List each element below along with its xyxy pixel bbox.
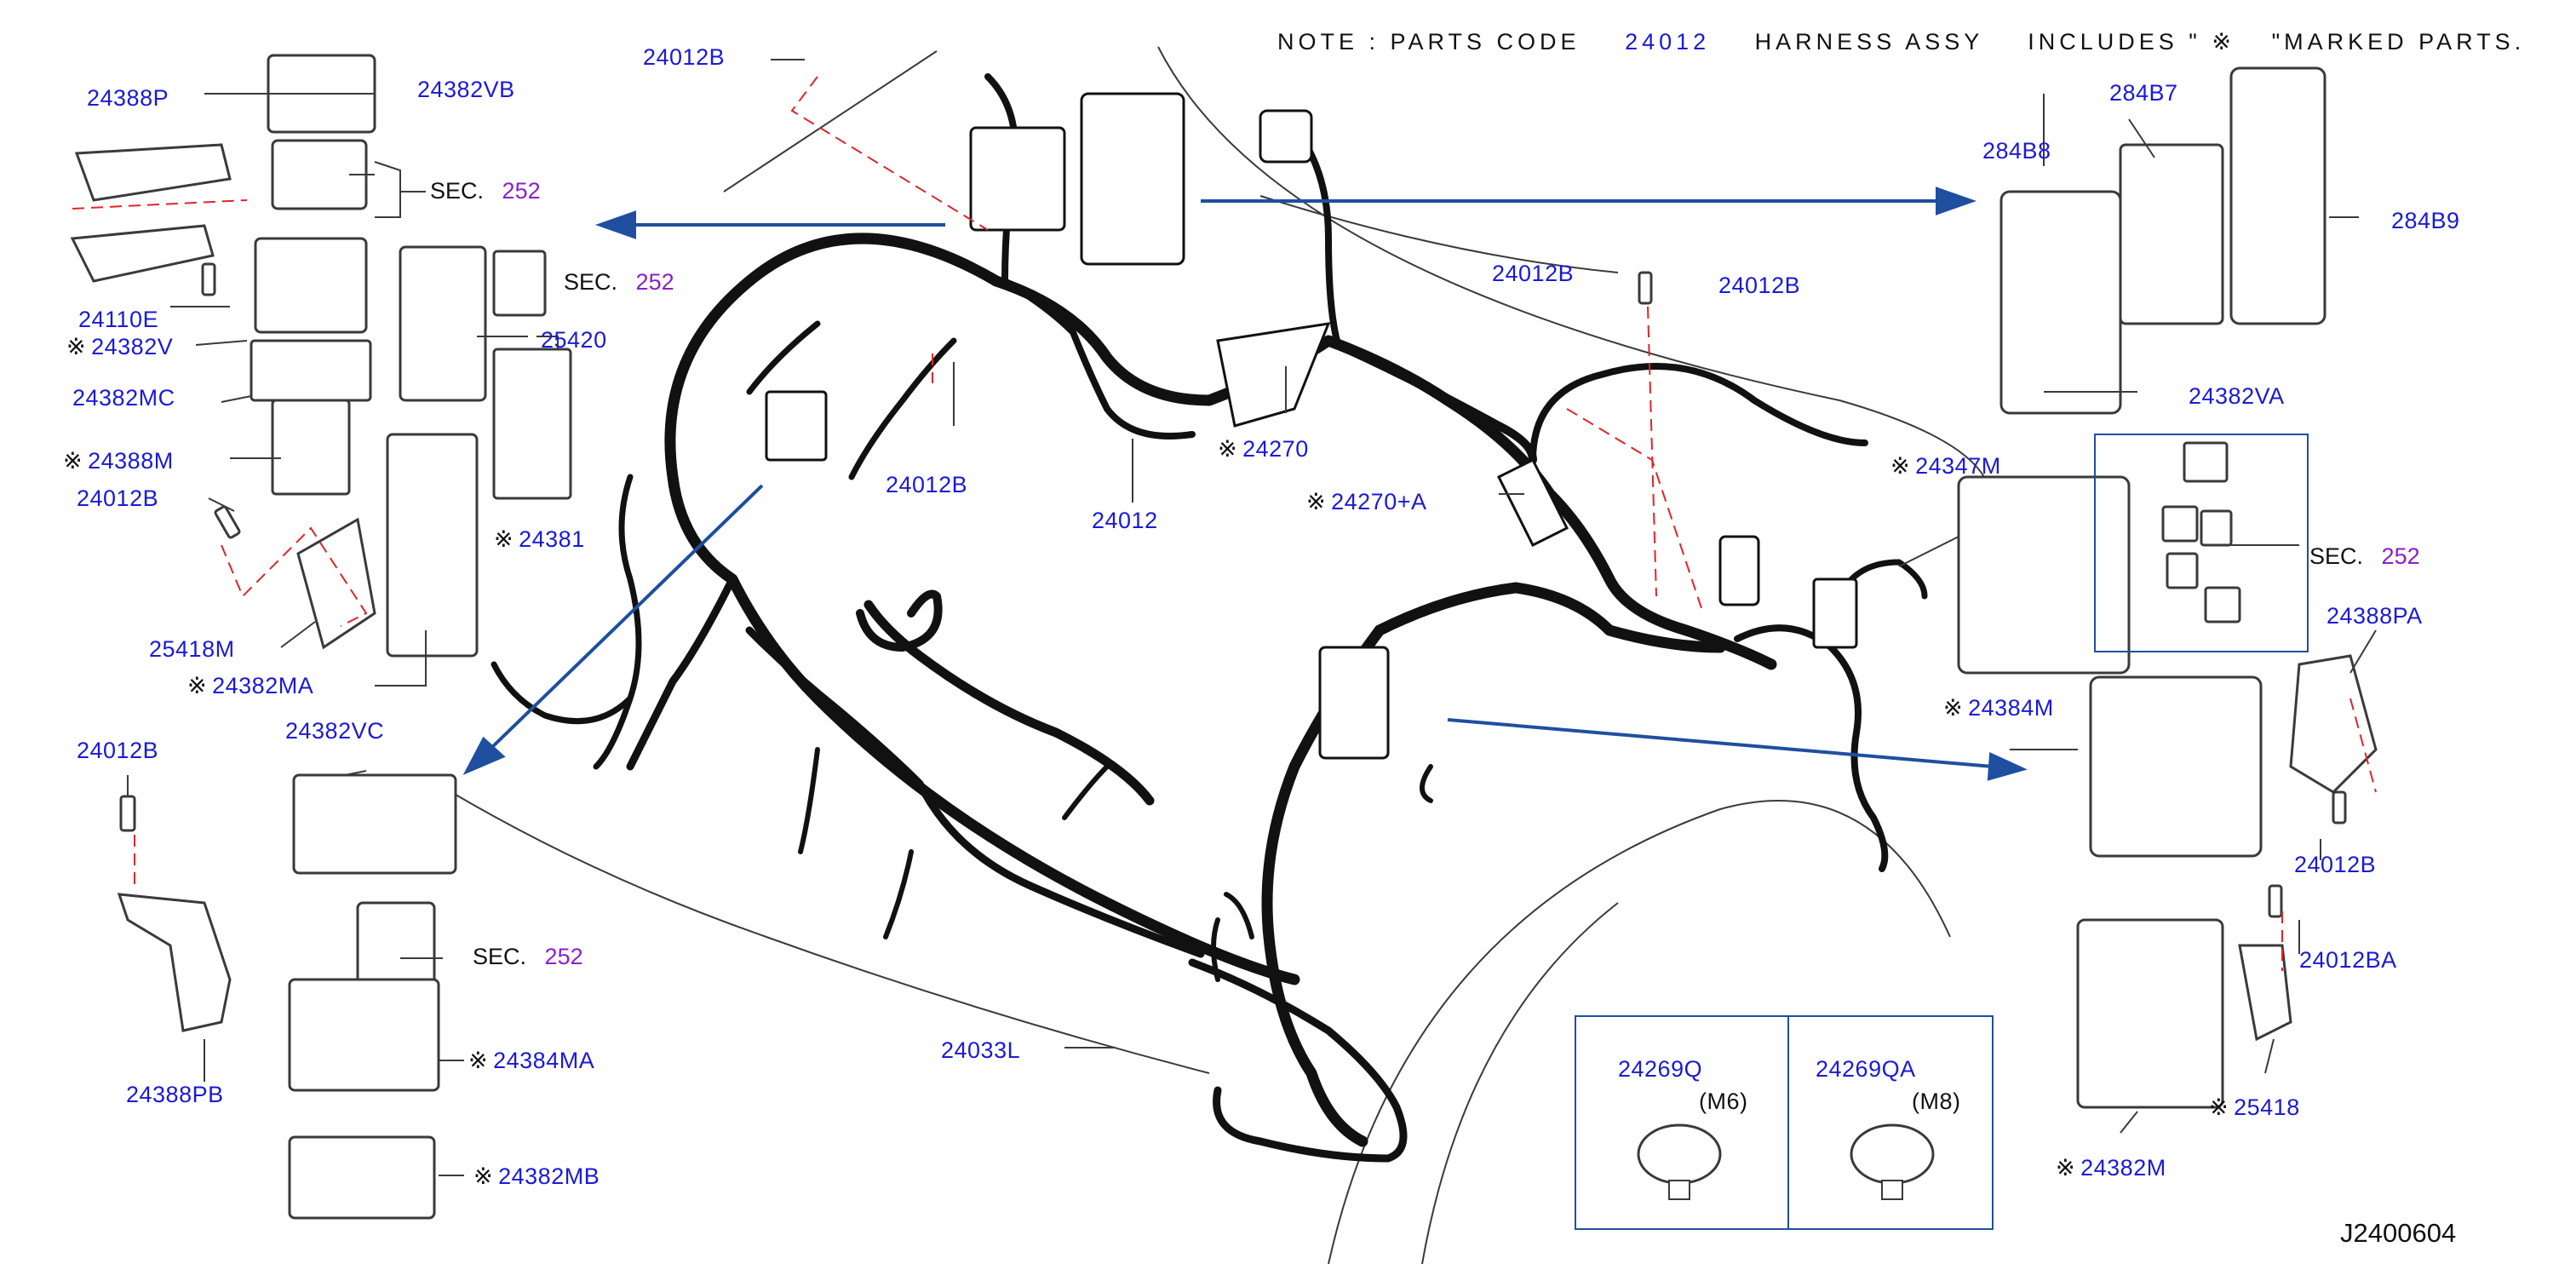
label-24388P[interactable]: 24388P [87,85,169,111]
marked-symbol: ※ [1890,453,1911,479]
label-24347M[interactable]: ※24347M [1890,453,2001,479]
label-24382VC[interactable]: 24382VC [285,718,385,744]
label-24012B-lower[interactable]: 24012B [77,738,159,763]
label-24384M[interactable]: ※24384M [1943,695,2054,721]
label-24382VA[interactable]: 24382VA [2189,383,2285,409]
marked-symbol: ※ [468,1048,489,1073]
label-24033L[interactable]: 24033L [941,1037,1021,1063]
section-number: 252 [635,269,674,295]
phantom-lines [72,76,2377,971]
note-mark: ※ [2212,29,2236,55]
direction-arrows [462,187,2028,781]
label-24382MA[interactable]: ※24382MA [187,673,314,698]
label-24382M[interactable]: ※24382M [2056,1155,2166,1181]
relay-outlines [2161,441,2241,623]
label-24012B-center[interactable]: 24012B [886,472,968,497]
clip-24269QA-size: (M8) [1912,1089,1961,1114]
section-number: 252 [502,178,541,204]
marked-symbol: ※ [187,673,208,698]
label-24012BA[interactable]: 24012BA [2299,947,2397,973]
section-prefix: SEC. [473,944,527,969]
marked-symbol: ※ [63,448,83,474]
label-24270[interactable]: ※24270 [1218,436,1309,462]
section-number: 252 [544,944,583,969]
section-prefix: SEC. [2309,543,2364,569]
marked-symbol: ※ [473,1163,494,1189]
label-24381[interactable]: ※24381 [494,526,585,552]
label-24384MA[interactable]: ※24384MA [468,1048,595,1073]
note-harness: HARNESS ASSY [1754,29,1983,55]
label-24012B-mid2[interactable]: 24012B [1718,273,1801,298]
note-text: NOTE : PARTS CODE 24012 HARNESS ASSY INC… [1277,31,2525,54]
label-24388M[interactable]: ※24388M [63,448,174,474]
marked-symbol: ※ [1306,489,1327,514]
section-ref-2[interactable]: SEC. 252 [564,271,674,294]
label-24012B-right[interactable]: 24012B [2294,852,2377,877]
label-24382MB[interactable]: ※24382MB [473,1163,600,1189]
right-parts [1638,66,2378,1109]
clip-24269QA-label[interactable]: 24269QA [1816,1056,1916,1082]
section-ref-4[interactable]: SEC. 252 [2309,545,2420,568]
label-25418[interactable]: ※25418 [2209,1095,2300,1120]
diagram-reference-code: J2400604 [2340,1218,2457,1248]
label-24382V[interactable]: ※24382V [66,334,174,359]
note-suffix: "MARKED PARTS. [2271,29,2526,55]
label-24382MC[interactable]: 24382MC [72,385,175,411]
section-ref-3[interactable]: SEC. 252 [473,945,583,968]
marked-symbol: ※ [66,334,87,359]
section-ref-1[interactable]: SEC. 252 [430,180,541,203]
note-parts-code: 24012 [1625,29,1711,55]
section-prefix: SEC. [430,178,485,204]
label-24012[interactable]: 24012 [1092,508,1158,533]
section-prefix: SEC. [564,269,618,295]
label-284B7[interactable]: 284B7 [2109,80,2178,106]
label-24110E[interactable]: 24110E [78,307,159,332]
wiring-harness [491,73,1928,1163]
central-components [765,92,1858,760]
label-24382VB[interactable]: 24382VB [417,77,515,102]
clip-reference-box [1575,1015,1994,1230]
marked-symbol: ※ [2209,1095,2229,1120]
clip-24269Q-size: (M6) [1699,1089,1748,1114]
leader-lines [127,59,2377,1176]
marked-symbol: ※ [1218,436,1238,462]
label-24012B-left[interactable]: 24012B [77,485,159,511]
section-number: 252 [2381,543,2420,569]
label-24270A[interactable]: ※24270+A [1306,489,1427,514]
marked-symbol: ※ [2056,1155,2076,1181]
label-25420[interactable]: 25420 [541,327,607,353]
label-24388PB[interactable]: 24388PB [126,1082,224,1107]
note-includes: INCLUDES " [2028,29,2201,55]
left-parts [70,54,572,1220]
section-252-box [2094,434,2309,652]
label-24012B-mid1[interactable]: 24012B [1492,261,1575,286]
label-24012B-top[interactable]: 24012B [643,44,726,70]
label-284B8[interactable]: 284B8 [1982,138,2051,164]
label-25418M[interactable]: 25418M [149,636,235,662]
label-284B9[interactable]: 284B9 [2391,208,2460,233]
clip-24269Q-label[interactable]: 24269Q [1618,1056,1703,1082]
marked-symbol: ※ [494,526,514,552]
label-24388PA[interactable]: 24388PA [2326,603,2423,629]
note-prefix: NOTE : PARTS CODE [1277,29,1581,55]
marked-symbol: ※ [1943,695,1964,721]
